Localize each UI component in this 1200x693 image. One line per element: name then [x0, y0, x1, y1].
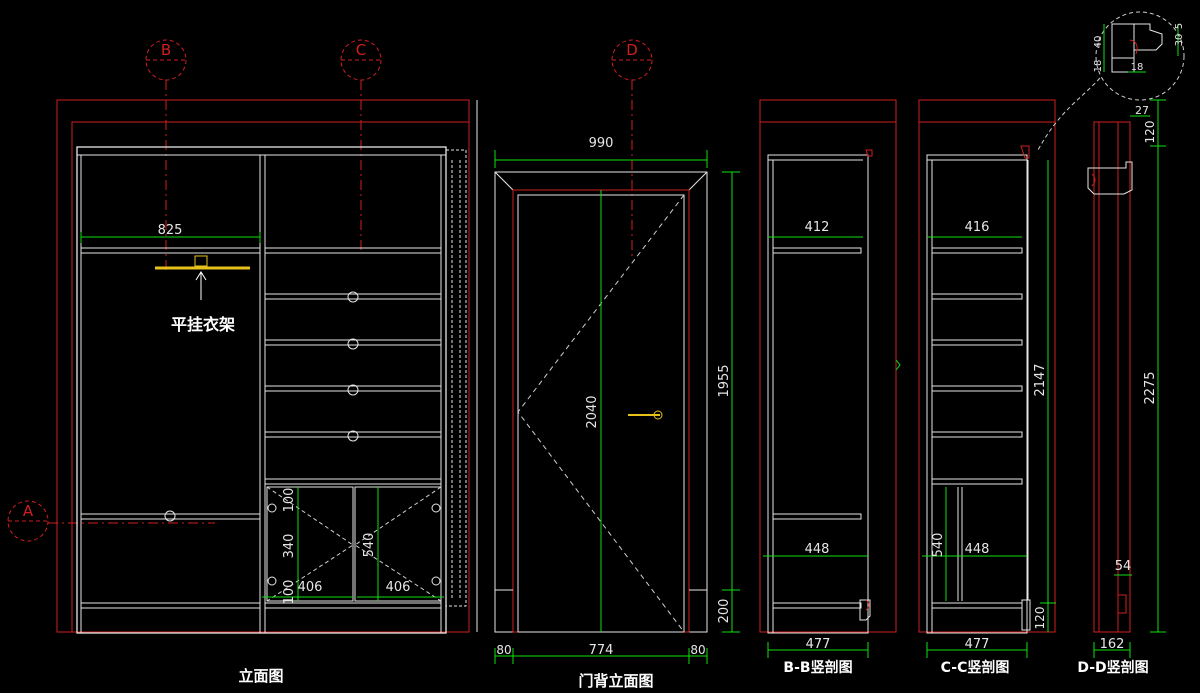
title-elevation: 立面图	[238, 667, 283, 685]
title-door-back: 门背立面图	[578, 672, 653, 690]
detail-dim-18b: 18	[1131, 62, 1144, 73]
section-b-view: 412 448 477 B-B竖剖图	[759, 99, 901, 676]
grid-label-a: A	[23, 502, 34, 520]
section-d-view: 54 120 2275 162 27 D-D竖剖图	[1077, 99, 1166, 676]
grid-marker-c: C	[340, 39, 382, 250]
dim-448-c: 448	[965, 542, 990, 557]
dim-340: 340	[282, 534, 297, 559]
dim-540-c: 540	[931, 533, 946, 558]
dim-2040: 2040	[585, 395, 600, 428]
dim-825: 825	[158, 223, 183, 238]
detail-dim-5: 5	[1174, 23, 1185, 29]
dim-2275: 2275	[1143, 371, 1158, 404]
dim-80-right: 80	[690, 643, 705, 657]
dim-80-left: 80	[496, 643, 511, 657]
detail-dim-30: 30	[1174, 34, 1185, 47]
dim-200: 200	[717, 599, 732, 624]
section-c-view: 416 448 540 2147 120 477 C-C竖剖图	[918, 99, 1056, 676]
grid-label-c: C	[356, 41, 366, 59]
dim-774: 774	[589, 643, 614, 658]
title-section-d: D-D竖剖图	[1077, 659, 1148, 676]
grid-marker-b: B	[145, 39, 187, 270]
dim-2147: 2147	[1033, 363, 1048, 396]
dim-416: 416	[965, 220, 990, 235]
dim-412: 412	[805, 220, 830, 235]
dim-162: 162	[1100, 637, 1125, 652]
dim-100-bottom: 100	[282, 580, 297, 605]
hanger-label: 平挂衣架	[171, 315, 235, 334]
grid-marker-d: D	[611, 39, 653, 260]
dim-120-d: 120	[1143, 121, 1157, 144]
title-section-b: B-B竖剖图	[783, 659, 852, 676]
grid-label-d: D	[626, 41, 638, 59]
detail-dim-40: 40	[1093, 36, 1104, 49]
dim-406-right: 406	[386, 580, 411, 595]
dim-27: 27	[1135, 104, 1149, 117]
elevation-view: 平挂衣架 825 100 340 100 540 406 406 立面图	[56, 99, 470, 685]
grid-marker-a: A	[7, 500, 215, 542]
dim-448-b: 448	[805, 542, 830, 557]
dim-54: 54	[1115, 559, 1132, 574]
door-back-view: 990 2040 1955 200 80 774 80 门背立面图	[476, 100, 740, 690]
dim-540: 540	[362, 533, 377, 558]
dim-477-b: 477	[806, 637, 831, 652]
dim-477-c: 477	[965, 637, 990, 652]
dim-100-top: 100	[282, 488, 297, 513]
dim-990: 990	[589, 136, 614, 151]
detail-dim-18a: 18	[1093, 60, 1104, 73]
dim-406-left: 406	[298, 580, 323, 595]
detail-bubble: 40 18 18 30 5	[1037, 11, 1185, 151]
dim-120-c: 120	[1033, 607, 1047, 630]
title-section-c: C-C竖剖图	[941, 659, 1010, 676]
grid-label-b: B	[161, 41, 171, 59]
dim-1955: 1955	[717, 364, 732, 397]
